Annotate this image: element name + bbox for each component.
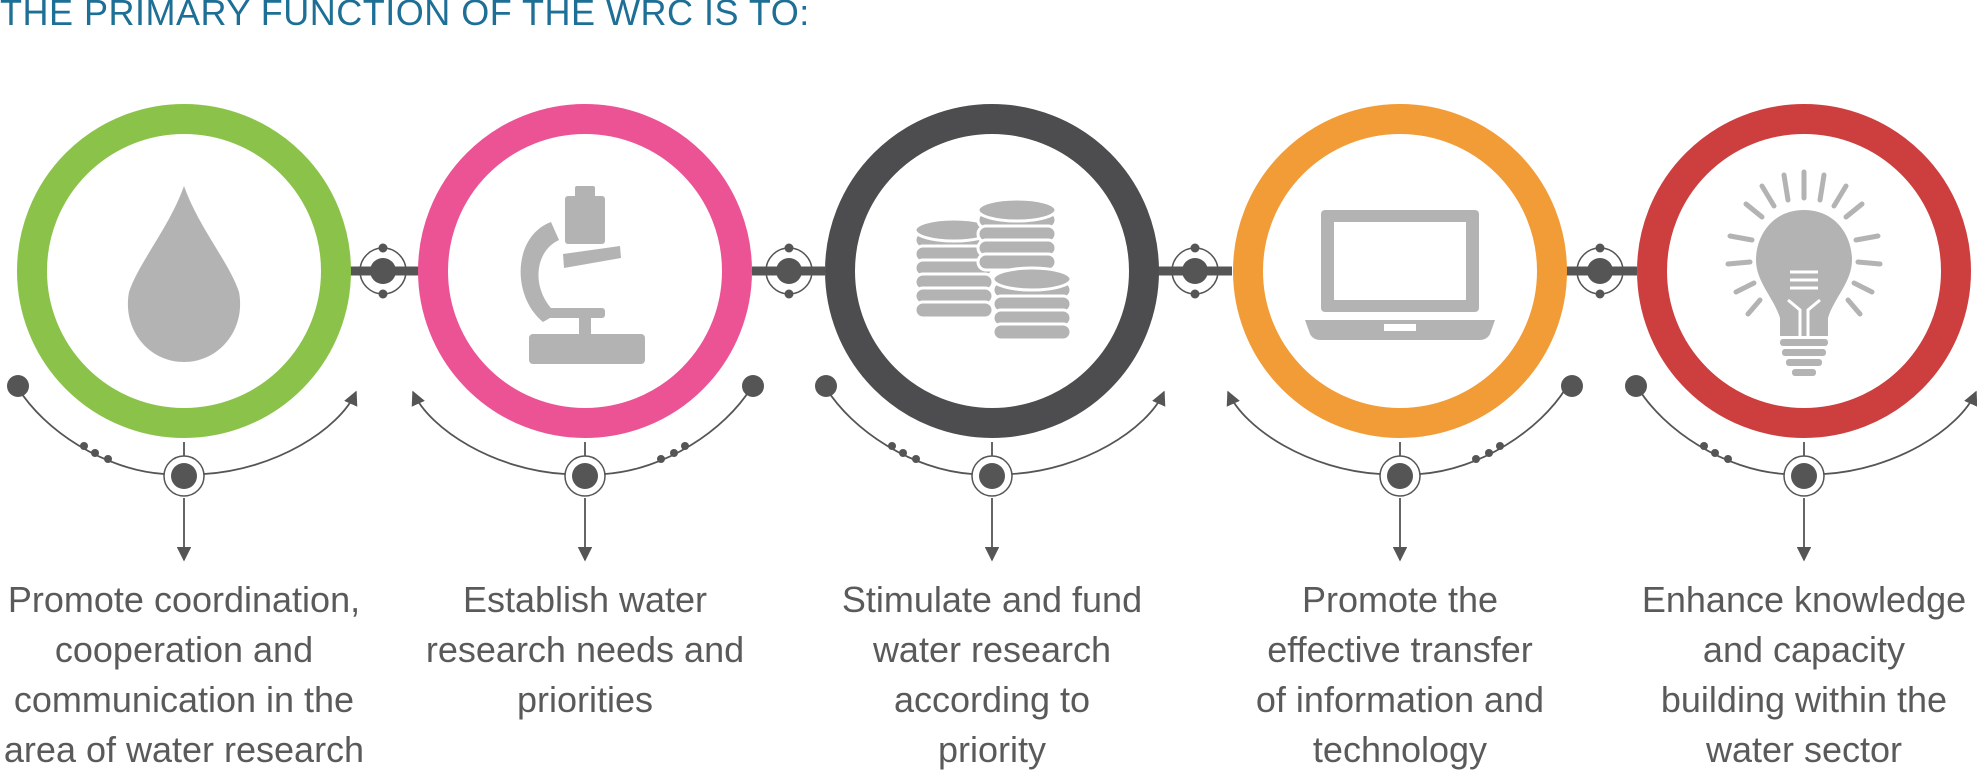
step-1 [7, 104, 358, 562]
caption-line: area of water research [3, 729, 365, 770]
connector-node [1171, 243, 1219, 299]
caption-line: priority [937, 729, 1047, 770]
caption-line: cooperation and [54, 629, 314, 670]
caption-line: research needs and [425, 629, 745, 670]
light-bulb-icon [1725, 169, 1883, 376]
step-3 [815, 104, 1166, 562]
caption-line: Stimulate and fund [841, 579, 1143, 620]
caption-line: Establish water [462, 579, 708, 620]
step-4-caption: Promote the effective transfer of inform… [1190, 575, 1610, 775]
coins-icon [913, 197, 1073, 342]
caption-line: according to [893, 679, 1091, 720]
step-5 [1625, 104, 1977, 562]
connector-node [1576, 243, 1624, 299]
laptop-icon [1305, 210, 1495, 340]
page-title: THE PRIMARY FUNCTION OF THE WRC IS TO: [0, 0, 810, 33]
caption-line: effective transfer [1267, 629, 1533, 670]
water-drop-icon [127, 186, 241, 362]
step-1-caption: Promote coordination, cooperation and co… [0, 575, 394, 775]
caption-line: priorities [516, 679, 654, 720]
step-4 [1226, 104, 1583, 562]
step-3-caption: Stimulate and fund water research accord… [782, 575, 1202, 775]
step-ring [418, 104, 752, 438]
connector-node [359, 243, 407, 299]
caption-line: water sector [1705, 729, 1903, 770]
caption-line: and capacity [1702, 629, 1906, 670]
caption-line: Promote coordination, [7, 579, 361, 620]
caption-line: Promote the [1301, 579, 1499, 620]
caption-line: Enhance knowledge [1641, 579, 1967, 620]
step-2 [411, 104, 764, 562]
connector-node [765, 243, 813, 299]
caption-line: communication in the [13, 679, 355, 720]
caption-line: of information and [1255, 679, 1545, 720]
step-2-caption: Establish water research needs and prior… [375, 575, 795, 725]
caption-line: technology [1312, 729, 1488, 770]
caption-line: water research [872, 629, 1112, 670]
step-5-caption: Enhance knowledge and capacity building … [1594, 575, 1977, 775]
microscope-icon [520, 186, 645, 364]
caption-line: building within the [1660, 679, 1948, 720]
